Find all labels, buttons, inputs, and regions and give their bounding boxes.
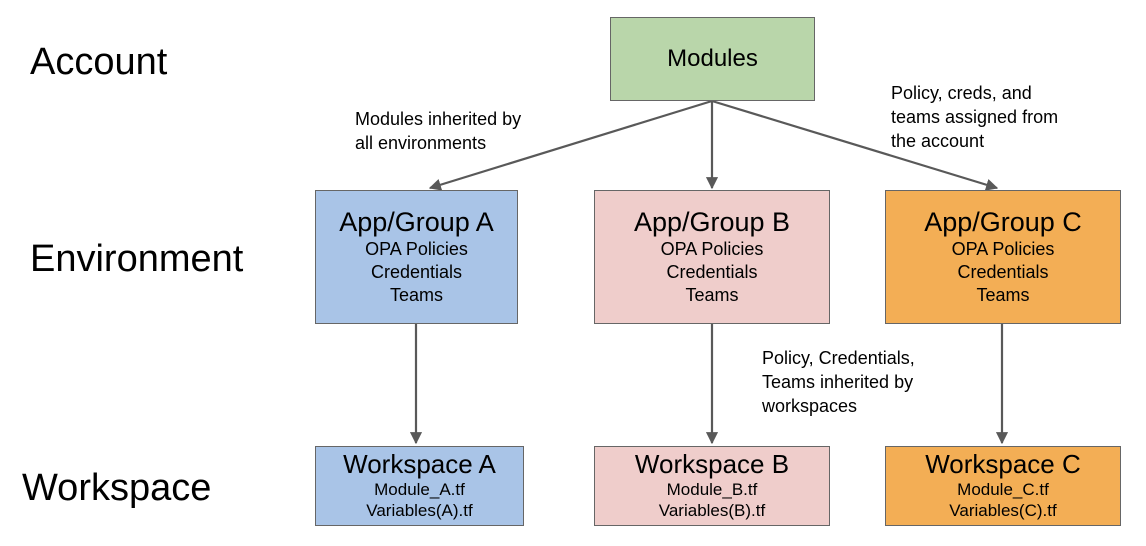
note-line: the account <box>891 130 985 151</box>
environment-title: App/Group C <box>924 206 1082 237</box>
modules-box: Modules <box>610 17 815 101</box>
note-line: Policy, creds, and <box>891 83 1032 103</box>
workspace-variables-file: Variables(A).tf <box>366 501 473 521</box>
note-line: workspaces <box>762 395 858 416</box>
environment-opa-policies: OPA Policies <box>365 238 468 259</box>
modules-title: Modules <box>667 45 758 73</box>
workspace-module-file: Module_B.tf <box>666 480 758 500</box>
environment-title: App/Group A <box>339 206 494 237</box>
note-line: Teams inherited by <box>762 371 914 392</box>
environment-opa-policies: OPA Policies <box>951 238 1055 259</box>
note-modules-inherited: Modules inherited by all environments <box>355 108 521 156</box>
workspace-variables-file: Variables(B).tf <box>658 501 766 521</box>
arrow-modules-to-group-a <box>428 99 713 191</box>
environment-teams: Teams <box>685 285 739 306</box>
environment-teams: Teams <box>389 285 443 306</box>
workspace-box-a: Workspace A Module_A.tf Variables(A).tf <box>315 446 524 526</box>
environment-title: App/Group B <box>633 206 791 237</box>
workspace-box-c: Workspace C Module_C.tf Variables(C).tf <box>885 446 1121 526</box>
note-policy-assigned: Policy, creds, and teams assigned from t… <box>891 82 1058 154</box>
workspace-module-file: Module_C.tf <box>957 480 1049 500</box>
environment-credentials: Credentials <box>957 262 1049 282</box>
level-label-workspace: Workspace <box>22 467 212 509</box>
workspace-title: Workspace A <box>343 449 496 480</box>
environment-box-a: App/Group A OPA Policies Credentials Tea… <box>315 190 518 324</box>
level-label-account: Account <box>30 41 168 83</box>
note-policy-inherited: Policy, Credentials, Teams inherited by … <box>762 347 915 419</box>
workspace-box-b: Workspace B Module_B.tf Variables(B).tf <box>594 446 830 526</box>
environment-opa-policies: OPA Policies <box>660 238 764 259</box>
workspace-module-file: Module_A.tf <box>374 480 465 500</box>
note-line: teams assigned from <box>891 106 1059 127</box>
workspace-title: Workspace C <box>925 449 1081 480</box>
level-label-environment: Environment <box>30 238 244 280</box>
workspace-variables-file: Variables(C).tf <box>949 501 1057 521</box>
arrow-modules-to-group-c <box>711 99 999 191</box>
workspace-title: Workspace B <box>634 449 790 480</box>
environment-box-b: App/Group B OPA Policies Credentials Tea… <box>594 190 830 324</box>
note-line: Policy, Credentials, <box>762 348 915 368</box>
environment-credentials: Credentials <box>370 262 463 282</box>
environment-teams: Teams <box>976 285 1030 306</box>
note-line: Modules inherited by <box>355 109 522 129</box>
environment-box-c: App/Group C OPA Policies Credentials Tea… <box>885 190 1121 324</box>
environment-credentials: Credentials <box>666 262 758 282</box>
note-line: all environments <box>355 132 487 153</box>
